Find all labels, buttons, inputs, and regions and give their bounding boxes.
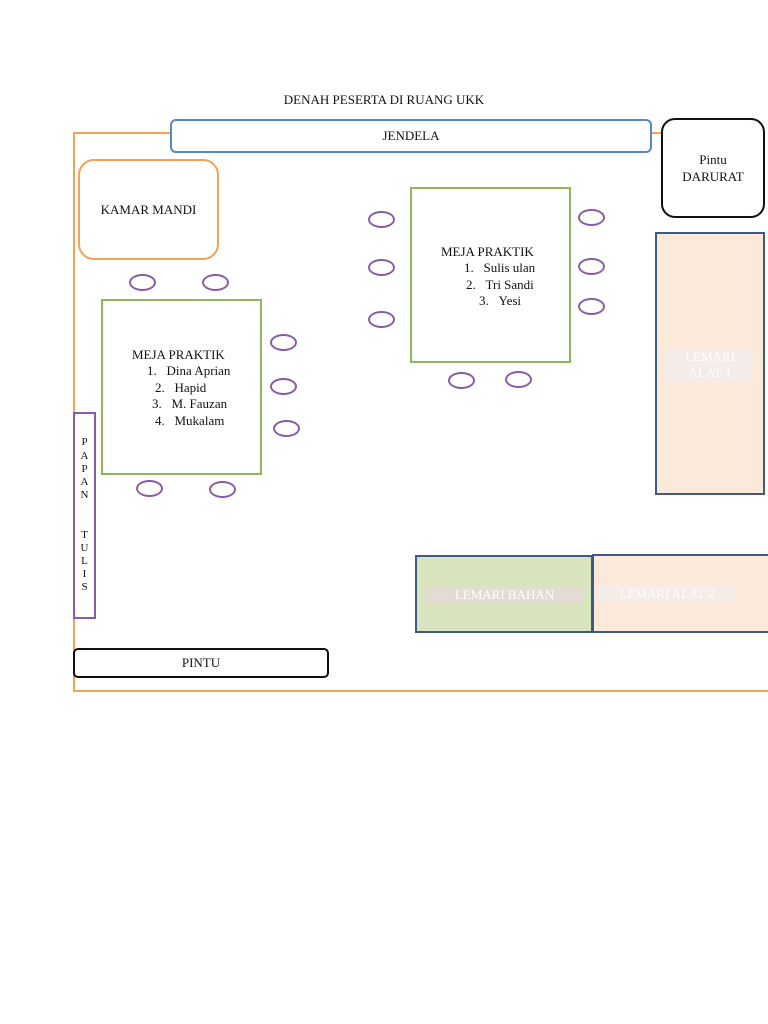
list-item: 1. Sulis ulan xyxy=(464,260,536,275)
tool-cabinet-2: LEMARI ALAT 2 xyxy=(592,554,768,633)
material-cabinet: LEMARI BAHAN xyxy=(415,555,593,633)
whiteboard-letter: T xyxy=(81,528,88,541)
room-wall-bottom xyxy=(73,690,768,692)
chair xyxy=(368,259,395,276)
whiteboard-letter: L xyxy=(81,554,88,567)
chair xyxy=(202,274,229,291)
tool-cabinet-2-label: LEMARI ALAT 2 xyxy=(598,586,736,602)
table-2-members: 1. Sulis ulan 2. Tri Sandi 3. Yesi xyxy=(464,260,535,310)
whiteboard-letter: U xyxy=(80,541,89,554)
window-jendela: JENDELA xyxy=(170,119,652,153)
whiteboard: P A P A N T U L I S xyxy=(73,412,96,619)
list-item: 3. Yesi xyxy=(479,293,522,308)
list-item: 3. M. Fauzan xyxy=(152,396,228,411)
whiteboard-letter: N xyxy=(80,489,89,502)
whiteboard-letter: P xyxy=(81,462,88,475)
plan-title: DENAH PESERTA DI RUANG UKK xyxy=(283,92,485,107)
chair xyxy=(209,481,236,498)
whiteboard-letter: A xyxy=(80,449,89,462)
chair xyxy=(129,274,156,291)
table-2-title: MEJA PRAKTIK xyxy=(441,244,534,259)
tool-cabinet-1-label-line2: ALAT 1 xyxy=(688,365,732,380)
tool-cabinet-1-label-line1: LEMARI xyxy=(685,349,735,364)
emergency-door: Pintu DARURAT xyxy=(661,118,765,218)
room-wall-top xyxy=(73,132,171,134)
emergency-door-label-2: DARURAT xyxy=(682,169,744,184)
chair xyxy=(578,298,605,315)
list-item: 1. Dina Aprian xyxy=(147,363,231,378)
table-1-title: MEJA PRAKTIK xyxy=(132,347,225,362)
chair xyxy=(368,311,395,328)
whiteboard-letter: P xyxy=(81,436,88,449)
chair xyxy=(270,334,297,351)
chair xyxy=(578,209,605,226)
whiteboard-letter: A xyxy=(80,476,89,489)
emergency-door-label-1: Pintu xyxy=(699,152,727,167)
list-item: 4. Mukalam xyxy=(155,412,225,428)
door: PINTU xyxy=(73,648,329,678)
whiteboard-letter: I xyxy=(82,568,87,581)
room-wall-top-right xyxy=(652,132,664,134)
whiteboard-letter: S xyxy=(81,581,88,594)
chair xyxy=(273,420,300,437)
chair xyxy=(505,371,532,388)
bathroom: KAMAR MANDI xyxy=(78,159,219,260)
chair xyxy=(136,480,163,497)
bathroom-label: KAMAR MANDI xyxy=(100,201,197,217)
list-item: 2. Tri Sandi xyxy=(466,276,534,292)
door-label: PINTU xyxy=(181,655,221,670)
chair xyxy=(270,378,297,395)
window-label: JENDELA xyxy=(382,128,440,143)
chair xyxy=(578,258,605,275)
chair xyxy=(368,211,395,228)
list-item: 2. Hapid xyxy=(155,379,207,395)
table-1-members: 1. Dina Aprian 2. Hapid 3. M. Fauzan 4. … xyxy=(147,363,230,429)
practice-table-2: MEJA PRAKTIK 1. Sulis ulan 2. Tri Sandi … xyxy=(410,187,571,363)
tool-cabinet-1-label: LEMARI ALAT 1 xyxy=(666,349,754,381)
chair xyxy=(448,372,475,389)
material-cabinet-label: LEMARI BAHAN xyxy=(426,587,583,603)
tool-cabinet-1: LEMARI ALAT 1 xyxy=(655,232,765,495)
practice-table-1: MEJA PRAKTIK 1. Dina Aprian 2. Hapid 3. … xyxy=(101,299,262,475)
